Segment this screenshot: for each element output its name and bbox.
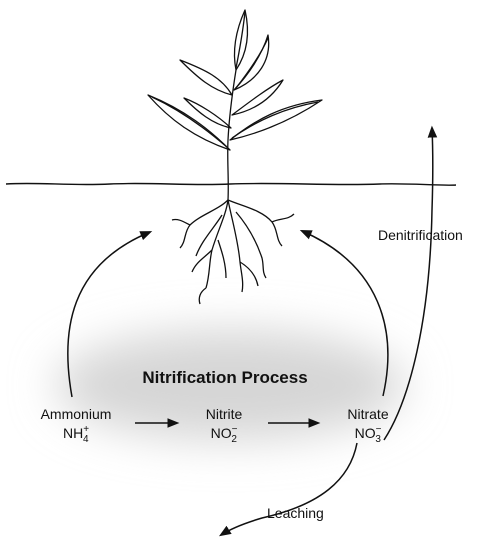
ammonium-name: Ammonium [41,406,112,422]
denitrification-label: Denitrification [378,227,463,243]
arrow-leaching [221,443,357,535]
leaching-label: Leaching [267,505,324,521]
nitrate-formula: NO−3 [355,424,382,445]
ground-line [6,183,456,185]
diagram-title: Nitrification Process [142,368,307,387]
nitrite-name: Nitrite [206,406,243,422]
ammonium-formula: NH+4 [63,424,89,445]
plant-illustration [148,10,322,304]
nitrate-name: Nitrate [347,406,388,422]
nitrite-formula: NO−2 [211,424,238,445]
